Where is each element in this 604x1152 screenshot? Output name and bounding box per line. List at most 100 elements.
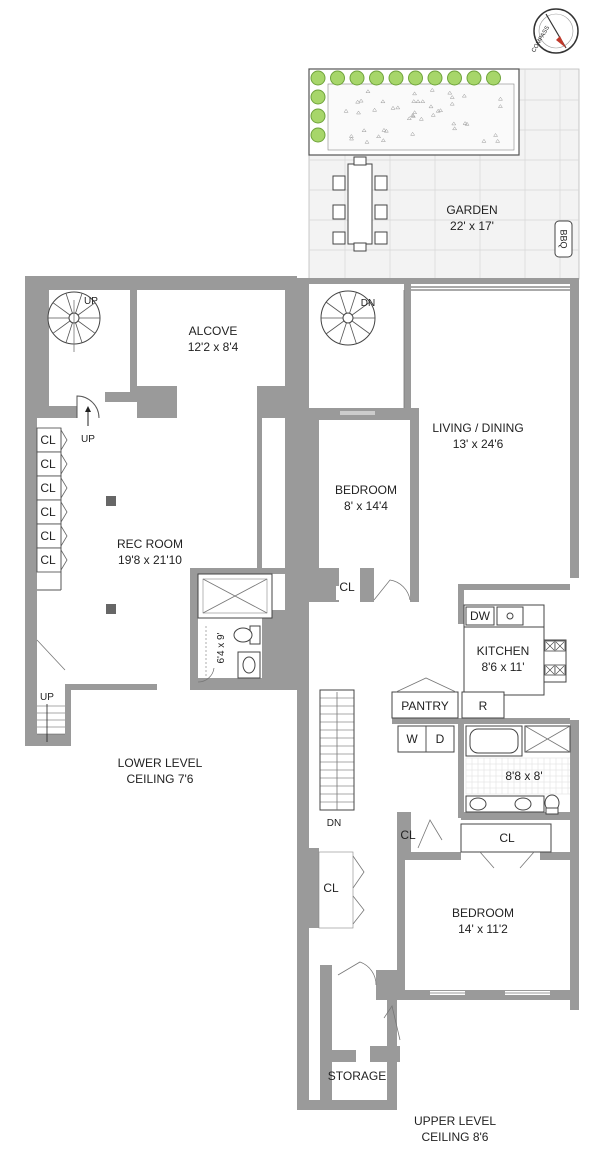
bedroom2-dims: 14' x 11'2 [458,922,508,936]
upper-ceiling-caption: CEILING 8'6 [422,1130,489,1144]
gravel-speck [412,91,418,96]
hall-closet-c-label: CL [323,881,339,895]
living-dining-label: LIVING / DINING [432,421,523,435]
upper-level-plan: DN LIVING / DINING 13' x 24'6 BEDROOM 8'… [297,278,579,1144]
bedroom1-dims: 8' x 14'4 [344,499,388,513]
dishwasher: DW [465,606,495,626]
shrub-icon [427,70,443,86]
kitchen-sink [496,606,524,626]
left-hall-closet: CL [318,851,365,929]
shrub-icon [310,70,326,86]
lower-level-caption: LOWER LEVEL [118,756,203,770]
refrigerator: R [461,691,505,719]
hall-closet-a-label: CL [400,828,416,842]
gravel-speck [381,127,387,132]
garden-dims: 22' x 17' [450,219,494,233]
lower-closet-label: CL [40,457,56,471]
planter-gravel [343,87,503,144]
storage-label: STORAGE [328,1069,386,1083]
bedroom1-door[interactable] [373,579,411,601]
bath-hall-closet: CL [400,818,461,852]
closet-door-swing [60,501,68,523]
cooktop [544,640,566,676]
garden-area: GARDEN 22' x 17' BBQ [308,68,580,280]
gravel-speck [428,104,434,109]
shrub-icon [408,70,423,86]
gravel-speck [497,104,503,108]
gravel-speck [376,134,382,138]
stair-room-door[interactable] [76,395,100,419]
closet-door-swing [60,477,68,499]
upper-spiral-dn-label: DN [361,298,375,309]
kitchen-dims: 8'6 x 11' [481,660,524,674]
bbq-grill: BBQ [554,220,573,258]
lower-toilet [233,625,261,645]
lower-shower [197,573,273,619]
gravel-speck [390,105,396,110]
kitchen-label: KITCHEN [477,644,530,658]
gravel-speck [411,99,417,103]
bedroom2-closet: CL [460,823,552,869]
rec-room-label: REC ROOM [117,537,183,551]
gravel-speck [343,108,349,113]
column-post [106,496,116,506]
gravel-speck [420,99,426,103]
gravel-speck [412,110,418,114]
closet-door-swing [60,429,68,451]
shrub-icon [349,70,365,86]
gravel-speck [449,95,455,99]
pantry-label[interactable]: PANTRY [401,699,449,713]
shrub-icon [486,70,501,86]
bedroom1-closet-label: CL [339,580,355,594]
storage-entry-door[interactable] [337,961,377,986]
compass-rose: COMPASS [531,8,579,54]
garden-french-doors[interactable] [403,286,570,408]
lower-closet-label: CL [40,529,56,543]
gravel-speck [355,99,361,104]
gravel-speck [372,107,378,112]
gravel-speck [430,112,436,117]
shrub-icon [310,89,326,105]
washer-label: W [406,732,418,746]
washer-dryer: W D [397,725,455,753]
bbq-label: BBQ [559,229,569,248]
gravel-speck [464,121,470,126]
gravel-speck [438,108,443,112]
shrub-icon [310,127,326,143]
bedroom2-closet-label: CL [499,831,515,845]
lower-closet-label: CL [40,433,56,447]
lower-stair-up-label: UP [40,692,54,703]
bedroom2-label: BEDROOM [452,906,514,920]
lower-bath-dims: 6'4 x 9' [216,632,227,663]
shrub-icon [330,70,345,86]
gravel-speck [447,90,453,95]
closet-door-swing [60,453,68,475]
burner-grate [555,641,565,651]
upper-stair-dn-label: DN [327,818,341,829]
lower-ceiling-caption: CEILING 7'6 [127,772,194,786]
bath-floor-tile [465,757,570,795]
living-dining-dims: 13' x 24'6 [453,437,504,451]
lower-bath-door[interactable] [197,667,215,683]
lower-straight-stair: UP [36,639,66,742]
gravel-speck [380,138,386,142]
gravel-speck [356,110,361,115]
gravel-speck [452,126,458,131]
dryer-label: D [436,732,445,746]
gravel-speck [429,87,435,92]
patio-dining-table [332,156,388,252]
burner-grate [545,665,555,675]
lower-closet-label: CL [40,481,56,495]
shrub-icon [466,70,482,86]
lower-spiral-stair: UP [47,291,101,352]
up-arrow-icon [85,406,91,412]
upper-bathtub [465,725,523,757]
gravel-speck [481,138,487,143]
closet-door-swing [60,525,68,547]
gravel-speck [493,133,499,137]
shrub-icon [310,108,326,124]
burner-grate [555,665,565,675]
garden-label: GARDEN [446,203,497,217]
